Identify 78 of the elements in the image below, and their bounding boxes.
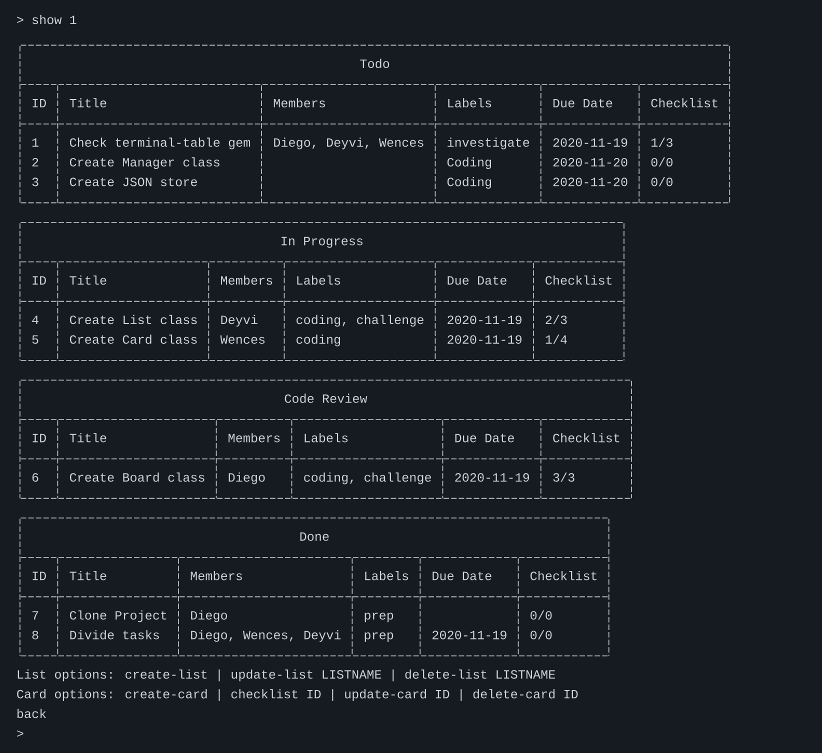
cell-text: coding, challenge xyxy=(304,472,431,484)
column-header: ID xyxy=(32,434,46,442)
cell-text: Create Manager class xyxy=(70,157,220,169)
column-header: Due Date xyxy=(553,98,612,108)
column-header: Due Date xyxy=(455,434,514,442)
cell-text: investigate xyxy=(448,138,530,150)
cell-text: 2020-11-20 xyxy=(553,158,628,167)
column-header: Title xyxy=(70,98,106,108)
table-title: In Progress xyxy=(282,236,363,248)
column-header: Title xyxy=(70,570,106,580)
cell-text: Wences xyxy=(220,335,265,344)
cell-text: 0/0 xyxy=(651,157,672,167)
column-header: Labels xyxy=(297,275,340,285)
column-header: Checklist xyxy=(553,433,620,442)
cell-text: Create Card class xyxy=(70,334,197,344)
cell-text: Diego xyxy=(228,472,265,484)
column-header: Labels xyxy=(304,433,348,442)
command-prompt: > xyxy=(17,730,24,737)
cell-text: Divide tasks xyxy=(70,630,159,640)
cell-text: Create List class xyxy=(70,314,197,324)
cell-text: 1/3 xyxy=(652,138,672,147)
options-text: Card options: create-card | checklist ID | update-card ID | delete-card ID xyxy=(17,689,578,701)
column-header: ID xyxy=(32,572,46,580)
column-header: Checklist xyxy=(546,275,612,285)
cell-text: Diego xyxy=(191,610,228,622)
cell-text: 2 xyxy=(32,158,38,166)
cell-text: 3/3 xyxy=(553,472,574,482)
cell-text: 2020-11-19 xyxy=(448,335,522,344)
cell-text: Deyvi xyxy=(221,314,258,327)
cell-text: coding, challenge xyxy=(296,314,424,327)
table-title: Todo xyxy=(360,58,390,68)
column-header: Checklist xyxy=(651,98,718,108)
cell-text: 8 xyxy=(32,630,38,640)
cell-text: prep xyxy=(364,612,394,622)
column-header: Labels xyxy=(365,570,408,580)
cell-text: 7 xyxy=(32,611,38,620)
column-header: Members xyxy=(190,570,242,580)
cell-text: 6 xyxy=(32,473,38,482)
command-prompt: > show 1 xyxy=(17,14,76,24)
cell-text: Coding xyxy=(447,176,492,189)
column-header: ID xyxy=(32,99,46,108)
cell-text: Diego, Deyvi, Wences xyxy=(274,138,424,150)
cell-text: 2020-11-19 xyxy=(432,630,506,640)
cell-text: prep xyxy=(364,632,394,642)
cell-text: 5 xyxy=(32,335,38,344)
cell-text: 3 xyxy=(32,178,38,186)
column-header: Title xyxy=(70,433,106,442)
cell-text: Clone Project xyxy=(70,610,166,622)
cell-text: 2/3 xyxy=(546,314,567,324)
column-header: Checklist xyxy=(530,570,597,580)
column-header: Labels xyxy=(448,98,492,108)
column-header: Members xyxy=(274,98,325,108)
cell-text: 2020-11-20 xyxy=(553,178,628,186)
cell-text: 1 xyxy=(32,138,38,147)
cell-text: 0/0 xyxy=(651,176,672,186)
cell-text: 4 xyxy=(32,316,38,324)
cell-text: Create JSON store xyxy=(70,178,197,186)
cell-text: 0/0 xyxy=(530,610,552,620)
cell-text: 2020-11-19 xyxy=(553,138,628,147)
cell-text: Create Board class xyxy=(70,472,204,482)
cell-text: coding xyxy=(296,334,340,346)
column-header: Members xyxy=(228,433,280,442)
column-header: Due Date xyxy=(448,276,506,285)
column-header: Due Date xyxy=(432,572,492,580)
cell-text: Diego, Wences, Deyvi xyxy=(191,630,341,642)
cell-text: 0/0 xyxy=(530,630,552,640)
table-title: Done xyxy=(300,532,329,541)
cell-text: 1/4 xyxy=(546,334,567,344)
cell-text: 2020-11-19 xyxy=(448,316,522,324)
column-header: ID xyxy=(32,276,46,285)
cell-text: 2020-11-19 xyxy=(455,473,530,482)
back-option: back xyxy=(18,708,46,718)
cell-text: Coding xyxy=(447,157,492,169)
options-text: List options: create-list | update-list LISTNAME | delete-list LISTNAME xyxy=(18,669,556,682)
table-title: Code Review xyxy=(284,394,368,403)
column-header: Title xyxy=(70,275,106,285)
column-header: Members xyxy=(221,275,272,285)
cell-text: Check terminal-table gem xyxy=(70,138,250,150)
